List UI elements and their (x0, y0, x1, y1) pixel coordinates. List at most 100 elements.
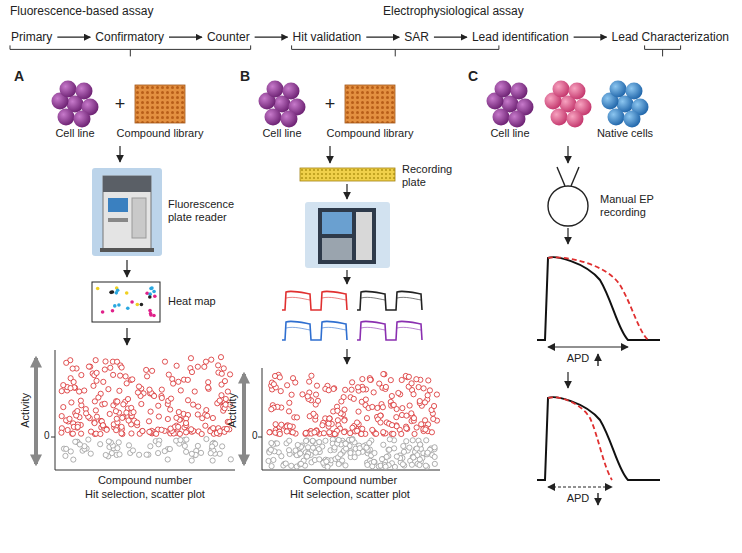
cell (265, 109, 282, 126)
hit-dot (425, 393, 430, 398)
hit-dot (118, 373, 123, 378)
inactive-dot (343, 446, 348, 451)
hit-dot (189, 369, 194, 374)
cell (60, 81, 77, 98)
flow-connector (169, 37, 202, 38)
inactive-dot (324, 459, 329, 464)
action-potential (548, 257, 648, 340)
hit-dot (227, 372, 232, 377)
patch-clamp-photo (318, 208, 376, 264)
hit-dot (380, 405, 385, 410)
hit-dot (154, 431, 159, 436)
hit-dot (350, 380, 355, 385)
inactive-dot (208, 451, 213, 456)
pipeline-step: Lead identification (471, 30, 570, 44)
hit-dot (177, 431, 182, 436)
heat-dot (152, 314, 156, 318)
panel-letter: C (468, 68, 478, 84)
inactive-dot (352, 455, 357, 460)
current-traces (282, 291, 422, 340)
heat-dot (130, 300, 134, 304)
flow-arrow (567, 228, 568, 244)
label: + (115, 94, 126, 115)
hit-dot (388, 378, 393, 383)
hit-dot (431, 403, 436, 408)
inactive-dot (310, 439, 315, 444)
hit-dot (102, 367, 107, 372)
label: Fluorescence plate reader (168, 198, 250, 223)
inactive-dot (103, 452, 108, 457)
heat-dot (125, 291, 129, 295)
inactive-dot (394, 454, 399, 459)
ep-cell (557, 167, 565, 186)
current-trace (361, 327, 421, 330)
inactive-dot (343, 463, 348, 468)
hit-dot (404, 413, 409, 418)
inactive-dot (372, 450, 377, 455)
bracket (645, 45, 681, 56)
flow-arrow (119, 146, 120, 162)
hit-dot (332, 386, 337, 391)
hit-dot (192, 389, 197, 394)
hit-dot (422, 418, 427, 423)
hit-dot (79, 372, 84, 377)
plate-reader-photo (108, 198, 128, 212)
inactive-dot (266, 458, 271, 463)
hit-dot (176, 409, 181, 414)
label: 0 (252, 430, 258, 442)
pipeline-step: SAR (403, 30, 430, 44)
cell (74, 111, 91, 128)
inactive-dot (162, 449, 167, 454)
hit-dot (120, 431, 125, 436)
label: Native cells (597, 127, 653, 140)
inactive-dot (365, 462, 370, 467)
panel-letter: B (240, 68, 250, 84)
inactive-dot (367, 440, 372, 445)
hit-dot (205, 413, 210, 418)
hit-dot (307, 379, 312, 384)
hit-dot (320, 423, 325, 428)
hit-dot (134, 420, 139, 425)
inactive-dot (116, 440, 121, 445)
hit-dot (342, 429, 347, 434)
hit-dot (144, 367, 149, 372)
inactive-dot (410, 438, 415, 443)
hit-dot (83, 411, 88, 416)
hit-dot (371, 390, 376, 395)
hit-dot (102, 401, 107, 406)
hit-dot (59, 430, 64, 435)
hit-dot (70, 366, 75, 371)
scatter-axes (262, 368, 263, 470)
hit-dot (210, 415, 215, 420)
hit-dot (287, 400, 292, 405)
hit-dot (381, 371, 386, 376)
inactive-dot (418, 442, 423, 447)
inactive-dot (304, 454, 309, 459)
hit-dot (113, 409, 118, 414)
inactive-dot (418, 442, 423, 447)
heat-dot (148, 309, 152, 313)
inactive-dot (298, 451, 303, 456)
hit-dot (124, 410, 129, 415)
hit-dot (196, 404, 201, 409)
action-potential (537, 257, 660, 505)
heat-dot (126, 306, 130, 310)
hit-dot (188, 356, 193, 361)
hit-dot (206, 380, 211, 385)
hit-dot (98, 431, 103, 436)
inactive-dot (268, 447, 273, 452)
hit-dot (269, 407, 274, 412)
hit-dot (168, 396, 173, 401)
label: Cell line (490, 127, 529, 140)
hit-dot (168, 426, 173, 431)
scatter-axes (258, 437, 262, 438)
label: Recording plate (402, 163, 464, 188)
label: Hit selection, scatter plot (85, 488, 205, 501)
hit-dot (144, 374, 149, 379)
label: Heat map (168, 295, 216, 308)
hit-dot (326, 388, 331, 393)
pipeline-step: Lead Characterization (611, 30, 730, 44)
current-trace (286, 327, 346, 330)
heat-dot (109, 291, 113, 295)
